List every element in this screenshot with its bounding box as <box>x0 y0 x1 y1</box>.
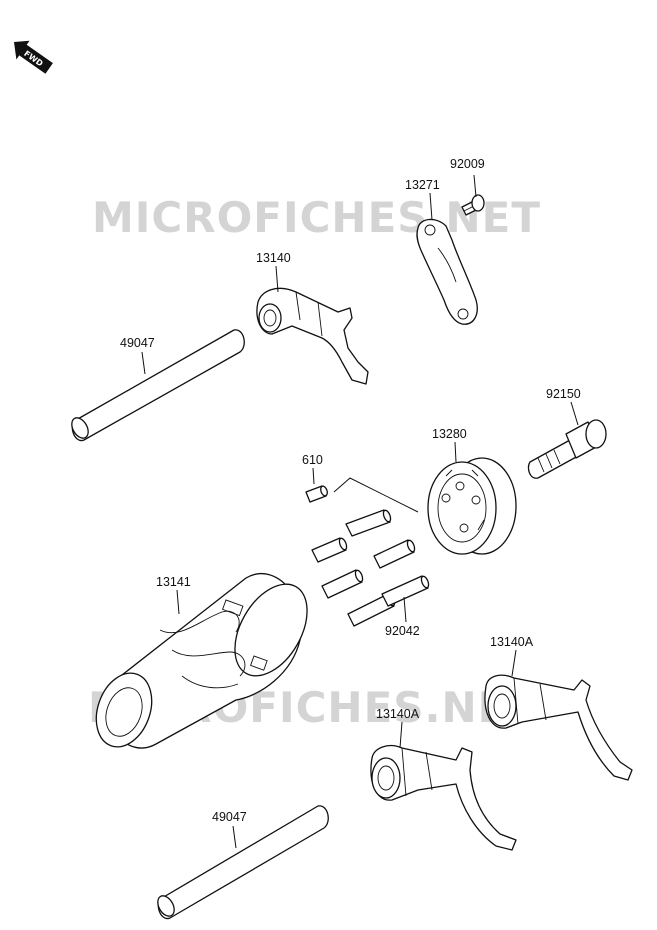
leader-92009 <box>473 174 477 198</box>
leader-13280 <box>454 441 457 463</box>
bolt-92150 <box>527 419 607 479</box>
label-92150: 92150 <box>546 387 581 401</box>
label-49047-bottom: 49047 <box>212 810 247 824</box>
shift-fork-13140A-mid <box>370 744 517 851</box>
leader-610 <box>312 467 315 485</box>
leader-49047-top <box>141 351 146 375</box>
fwd-arrow-icon: FWD <box>14 40 53 74</box>
leader-13141 <box>176 589 180 615</box>
label-13271: 13271 <box>405 178 440 192</box>
label-610: 610 <box>302 453 323 467</box>
shift-fork-13140 <box>256 287 369 385</box>
label-13140: 13140 <box>256 251 291 265</box>
screw-92009 <box>461 194 485 216</box>
shift-fork-13140A-right <box>484 674 633 781</box>
drum-cam-13280 <box>427 457 517 555</box>
leader-49047-bottom <box>232 825 237 849</box>
leader-13140 <box>275 265 279 293</box>
label-49047-top: 49047 <box>120 336 155 350</box>
leader-92150 <box>570 401 579 426</box>
label-13141: 13141 <box>156 575 191 589</box>
pins-92042 <box>311 509 430 627</box>
shift-drum-13141 <box>95 572 308 749</box>
label-13140A-mid: 13140A <box>376 707 420 721</box>
watermark-top: MICROFICHES.NET <box>92 193 541 242</box>
leader-610-to-cam <box>333 477 419 513</box>
shaft-49047-top <box>71 329 245 442</box>
leader-13271 <box>429 192 433 221</box>
leader-92042 <box>403 596 407 623</box>
shaft-49047-bottom <box>157 805 329 920</box>
leader-13140A-mid <box>399 721 403 749</box>
label-13140A-right: 13140A <box>490 635 534 649</box>
pin-610 <box>305 485 328 503</box>
label-13280: 13280 <box>432 427 467 441</box>
label-92009: 92009 <box>450 157 485 171</box>
label-92042: 92042 <box>385 624 420 638</box>
leader-13140A-right <box>511 649 517 677</box>
plate-13271 <box>416 218 478 325</box>
